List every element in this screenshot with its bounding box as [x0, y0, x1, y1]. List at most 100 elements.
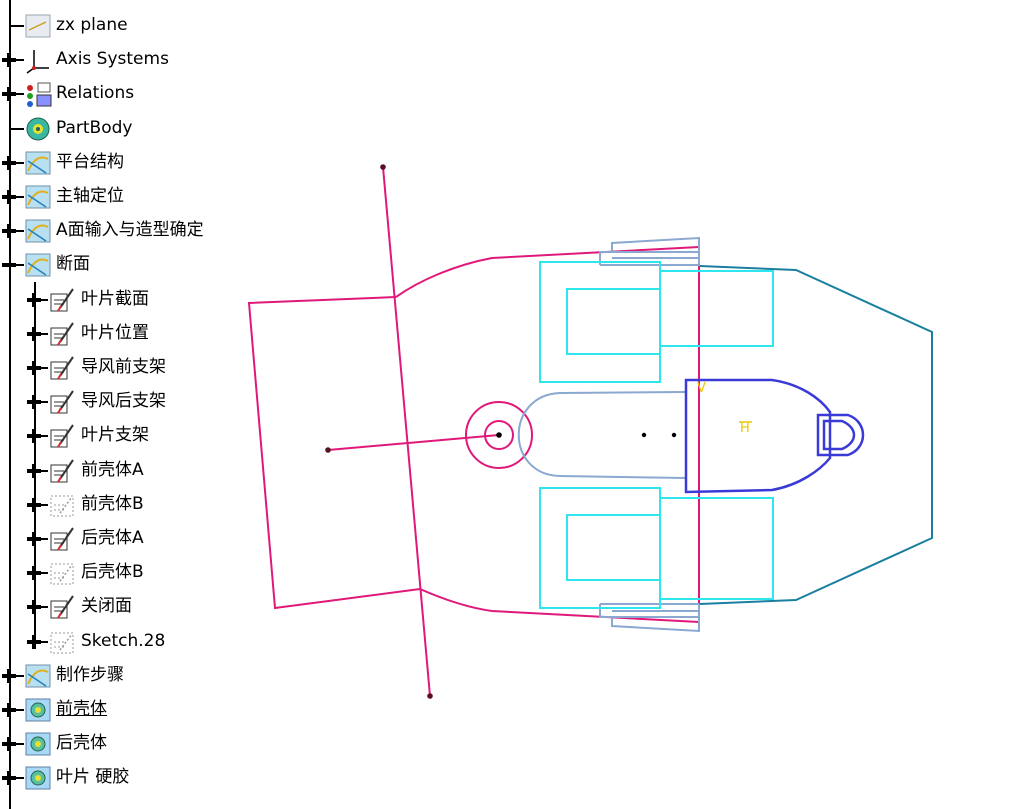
housing-outline[interactable]	[699, 265, 933, 605]
point-arm-end[interactable]	[325, 447, 331, 453]
sketch-hidden-icon[interactable]	[48, 628, 76, 656]
partbody-icon[interactable]	[24, 115, 52, 143]
geometrical-set-icon[interactable]	[24, 217, 52, 245]
tree-node[interactable]: PartBody	[0, 114, 240, 144]
section-axis-line[interactable]	[382, 166, 431, 697]
body-icon[interactable]	[24, 730, 52, 758]
tree-node-label[interactable]: 后壳体A	[81, 528, 144, 548]
tree-node-label[interactable]: 叶片 硬胶	[56, 767, 130, 787]
tree-node-label[interactable]: PartBody	[56, 118, 133, 138]
expand-icon[interactable]	[27, 463, 41, 478]
body-icon[interactable]	[24, 764, 52, 792]
expand-icon[interactable]	[2, 52, 16, 67]
tree-node-label[interactable]: 前壳体B	[81, 494, 144, 514]
sketch-icon[interactable]	[48, 422, 76, 450]
tree-node-label[interactable]: zx plane	[56, 15, 128, 35]
tree-node-label[interactable]: Axis Systems	[56, 49, 169, 69]
tree-node[interactable]: 关闭面	[0, 592, 240, 622]
expand-icon[interactable]	[27, 599, 41, 614]
tree-node[interactable]: 后壳体B	[0, 558, 240, 588]
tree-node-label[interactable]: Relations	[56, 83, 135, 103]
geometrical-set-icon[interactable]	[24, 183, 52, 211]
plane-icon[interactable]	[24, 12, 52, 40]
tree-node[interactable]: 导风后支架	[0, 387, 240, 417]
tree-node[interactable]: 制作步骤	[0, 661, 240, 691]
sketch-icon[interactable]	[48, 320, 76, 348]
tree-node[interactable]: Axis Systems	[0, 45, 240, 75]
geometrical-set-icon[interactable]	[24, 149, 52, 177]
expand-icon[interactable]	[2, 155, 16, 170]
expand-icon[interactable]	[27, 360, 41, 375]
tree-node[interactable]: 后壳体A	[0, 524, 240, 554]
tree-node[interactable]: 叶片支架	[0, 421, 240, 451]
nose-tab[interactable]	[816, 413, 865, 457]
tree-node-label[interactable]: 前壳体A	[81, 460, 144, 480]
expand-icon[interactable]	[27, 634, 41, 649]
tree-node-label[interactable]: 主轴定位	[56, 186, 124, 206]
expand-icon[interactable]	[27, 428, 41, 443]
lower-outer-block[interactable]	[539, 487, 661, 609]
expand-icon[interactable]	[27, 531, 41, 546]
tree-node-label[interactable]: 前壳体	[56, 699, 107, 719]
upper-outer-block[interactable]	[539, 261, 661, 383]
tree-node-label[interactable]: 导风前支架	[81, 357, 166, 377]
tree-node-label[interactable]: 叶片支架	[81, 425, 149, 445]
upper-shell-curve[interactable]	[395, 246, 700, 298]
sketch-hidden-icon[interactable]	[48, 491, 76, 519]
sketch-icon[interactable]	[48, 457, 76, 485]
tree-node[interactable]: 主轴定位	[0, 182, 240, 212]
point-top[interactable]	[380, 164, 386, 170]
expand-icon[interactable]	[2, 770, 16, 785]
hub-inner-circle[interactable]	[484, 420, 514, 450]
sketch-hidden-icon[interactable]	[48, 559, 76, 587]
expand-icon[interactable]	[27, 292, 41, 307]
sketch-icon[interactable]	[48, 354, 76, 382]
tree-node[interactable]: 导风前支架	[0, 353, 240, 383]
tree-node-label[interactable]: Sketch.28	[81, 631, 166, 651]
left-plate-outline[interactable]	[247, 296, 421, 610]
expand-icon[interactable]	[2, 223, 16, 238]
tree-node[interactable]: A面输入与造型确定	[0, 216, 240, 246]
tree-node-label[interactable]: 断面	[56, 254, 90, 274]
expand-icon[interactable]	[27, 565, 41, 580]
arm-line[interactable]	[327, 434, 500, 451]
expand-icon[interactable]	[2, 86, 16, 101]
expand-icon[interactable]	[2, 736, 16, 751]
tree-node[interactable]: 叶片位置	[0, 319, 240, 349]
tree-node-label[interactable]: 叶片截面	[81, 289, 149, 309]
tree-node[interactable]: 前壳体A	[0, 456, 240, 486]
tree-node[interactable]: 平台结构	[0, 148, 240, 178]
tree-node-label[interactable]: 平台结构	[56, 152, 124, 172]
sketch-icon[interactable]	[48, 525, 76, 553]
expand-icon[interactable]	[2, 702, 16, 717]
lower-shell-curve[interactable]	[419, 588, 700, 623]
tree-node[interactable]: Relations	[0, 79, 240, 109]
tree-node[interactable]: 后壳体	[0, 729, 240, 759]
sketch-icon[interactable]	[48, 593, 76, 621]
tree-node[interactable]: 叶片 硬胶	[0, 763, 240, 793]
expand-icon[interactable]	[2, 189, 16, 204]
tree-node[interactable]: 叶片截面	[0, 285, 240, 315]
upper-right-block[interactable]	[659, 270, 774, 347]
axis-system-icon[interactable]	[24, 46, 52, 74]
tree-node-label[interactable]: 叶片位置	[81, 323, 149, 343]
point-slot-b[interactable]	[671, 432, 677, 438]
expand-icon[interactable]	[27, 394, 41, 409]
point-slot-a[interactable]	[641, 432, 647, 438]
tree-node[interactable]: zx plane	[0, 11, 240, 41]
nose-outline[interactable]	[684, 378, 832, 494]
sketch-icon[interactable]	[48, 286, 76, 314]
body-icon[interactable]	[24, 696, 52, 724]
sketch-icon[interactable]	[48, 388, 76, 416]
tree-node-label[interactable]: 后壳体B	[81, 562, 144, 582]
tree-node-label[interactable]: 关闭面	[81, 596, 132, 616]
expand-icon[interactable]	[2, 668, 16, 683]
tree-node-label[interactable]: A面输入与造型确定	[56, 220, 204, 240]
point-hub-center[interactable]	[496, 432, 502, 438]
geometrical-set-icon[interactable]	[24, 662, 52, 690]
tree-node[interactable]: 断面	[0, 250, 240, 280]
expand-icon[interactable]	[27, 497, 41, 512]
tree-node[interactable]: 前壳体	[0, 695, 240, 725]
collapse-icon[interactable]	[2, 257, 16, 271]
